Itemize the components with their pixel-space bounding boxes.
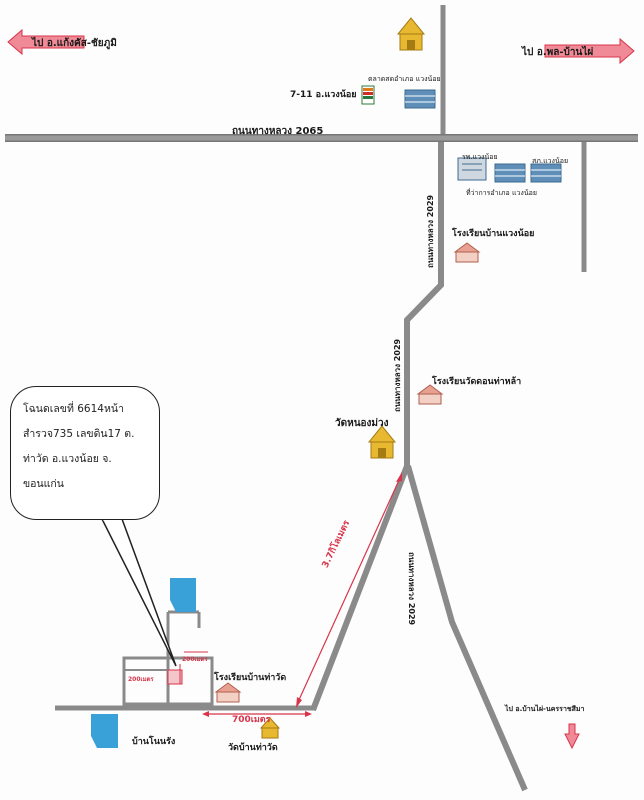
seven-eleven-label: 7-11 อ.แวงน้อย: [290, 90, 357, 100]
arrow-down-icon: [564, 723, 580, 750]
deed-callout: โฉนดเลขที่ 6614หน้า สำรวจ735 เลขดิน17 ต.…: [10, 386, 160, 520]
hospital-icon: [494, 163, 526, 183]
deed-line-4: ขอนแก่น: [23, 478, 64, 490]
school-icon-mid: [416, 384, 444, 405]
deed-line-3: ท่าวัด อ.แวงน้อย จ.: [23, 453, 112, 465]
distance-200m-marker-a: [179, 651, 208, 684]
village-label: บ้านโนนรัง: [132, 737, 176, 747]
temple-bottom-label: วัดบ้านท่าวัด: [228, 743, 278, 753]
land-plot-upper: [170, 578, 196, 612]
school-top-label: โรงเรียนบ้านแวงน้อย: [452, 229, 535, 239]
highway-2029-east-label: ถนนทางหลวง 2029: [407, 552, 416, 626]
temple-icon-mid: [367, 425, 397, 459]
hospital-label-top: รพ.แวงน้อย: [462, 153, 498, 161]
temple-icon-bottom: [259, 717, 281, 739]
highway-2029-lower-label: ถนนทางหลวง 2029: [393, 338, 402, 412]
direction-label-west: ไป อ.แก้งคัส-ชัยภูมิ: [32, 38, 117, 49]
deed-line-2: สำรวจ735 เลขดิน17 ต.: [23, 428, 135, 440]
highway-2029-upper-label: ถนนทางหลวง 2029: [426, 194, 435, 268]
seven-eleven-icon: [361, 85, 375, 105]
building-icon: [404, 89, 436, 109]
school-icon-top: [453, 242, 481, 263]
distance-3-7km-marker: [296, 472, 402, 708]
market-label: ตลาดสดอำเภอ แวงน้อย: [368, 75, 441, 83]
school-bottom-label: โรงเรียนบ้านท่าวัด: [214, 673, 287, 683]
target-plot: [167, 669, 183, 685]
distance-700m-label: 700เมตร: [232, 715, 271, 725]
highway-2065-label: ถนนทางหลวง 2065: [232, 126, 324, 137]
school-mid-label: โรงเรียนวัดดอนท่าหล้า: [432, 377, 522, 387]
distance-700m-marker: [202, 711, 312, 717]
municipality-label: สภ.แวงน้อย: [532, 157, 569, 165]
temple-icon-top: [396, 17, 426, 51]
district-office-label: ที่ว่าการอำเภอ แวงน้อย: [466, 189, 537, 197]
temple-label: วัดหนองม่วง: [335, 418, 389, 429]
school-icon-bottom: [214, 682, 242, 703]
municipality-icon: [530, 163, 562, 183]
callout-tail: [100, 518, 177, 667]
deed-line-1: โฉนดเลขที่ 6614หน้า: [23, 403, 124, 415]
arrow-left-icon: [7, 28, 85, 56]
distance-200m-label-b: 200เมตร: [128, 676, 154, 683]
direction-label-south: ไป อ.บ้านไผ่-นครราชสีมา: [505, 705, 585, 713]
highway-2029-east: [405, 465, 528, 792]
district-office-icon: [457, 157, 487, 181]
distance-200m-label-a: 200เมตร: [182, 656, 208, 663]
highway-2029: [310, 142, 444, 712]
arrow-right-icon: [544, 37, 635, 65]
land-plot-lower: [91, 714, 118, 748]
direction-label-east: ไป อ.พล-บ้านไผ่: [522, 47, 594, 58]
